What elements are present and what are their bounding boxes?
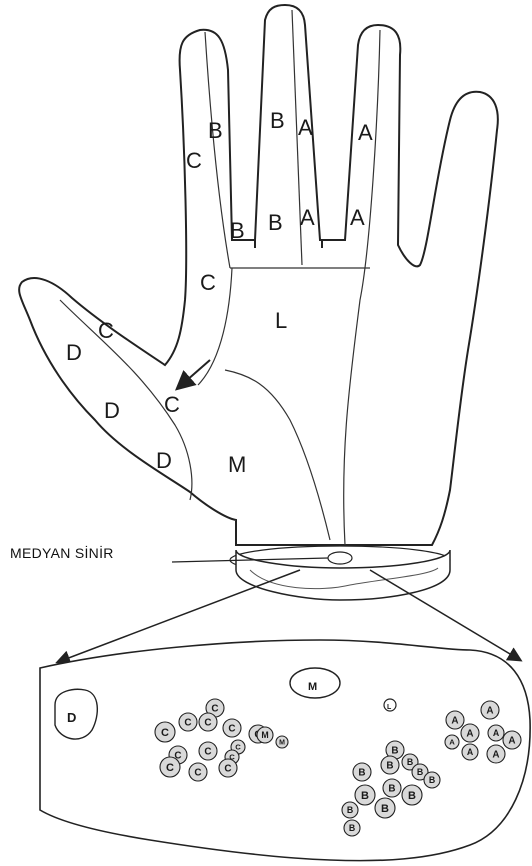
label-M: M	[228, 452, 246, 477]
fascicle-C: C	[179, 713, 197, 731]
median-nerve-dot	[328, 552, 352, 564]
fascicle-label: B	[417, 767, 423, 777]
fascicle-A: A	[461, 724, 479, 742]
label-A: A	[358, 120, 373, 145]
fascicle-label: C	[194, 767, 201, 778]
label-D: D	[104, 398, 120, 423]
fascicle-label: B	[347, 805, 353, 815]
fascicle-label: A	[486, 705, 493, 716]
fascicle-B: B	[355, 785, 375, 805]
fascicle-label: C	[235, 743, 241, 752]
label-B: B	[268, 210, 283, 235]
fascicle-B: B	[375, 798, 395, 818]
fascicle-A: A	[488, 725, 504, 741]
label-A: A	[298, 115, 313, 140]
label-A: A	[350, 205, 365, 230]
fascicle-C: C	[155, 722, 175, 742]
fascicle-B: B	[383, 779, 401, 797]
cs-label-M: M	[308, 681, 317, 693]
fascicle-label: A	[508, 735, 515, 746]
cs-label-D: D	[67, 710, 76, 725]
fascicle-label: C	[161, 727, 169, 739]
label-A: A	[300, 205, 315, 230]
fascicle-label: B	[407, 757, 413, 767]
fascicle-M: M	[257, 727, 273, 743]
fascicle-label: A	[466, 728, 473, 739]
fascicle-C: C	[189, 763, 207, 781]
fascicle-label: C	[228, 723, 235, 734]
label-B: B	[270, 108, 285, 133]
fascicle-label: C	[224, 763, 231, 774]
fascicle-M: M	[276, 736, 288, 748]
fascicle-label: B	[408, 790, 416, 802]
fascicle-label: B	[429, 775, 435, 785]
label-D: D	[66, 340, 82, 365]
label-C: C	[200, 270, 216, 295]
median-nerve-caption: MEDYAN SİNİR	[10, 545, 114, 561]
fascicle-C: C	[199, 713, 217, 731]
fascicle-C: C	[223, 719, 241, 737]
fascicle-label: B	[386, 760, 393, 771]
fascicle-B: B	[402, 785, 422, 805]
label-C: C	[186, 148, 202, 173]
fascicle-A: A	[445, 735, 459, 749]
fascicle-label: C	[211, 703, 218, 714]
fascicle-A: A	[481, 701, 499, 719]
fascicle-A: A	[446, 711, 464, 729]
fascicle-label: M	[261, 730, 268, 740]
hand-outline	[19, 5, 498, 545]
fascicle-C: C	[160, 757, 180, 777]
fascicle-B: B	[344, 820, 360, 836]
fascicle-label: B	[361, 790, 369, 802]
label-C: C	[164, 392, 180, 417]
cross-section-outline	[40, 640, 530, 861]
label-B: B	[208, 118, 223, 143]
fascicle-label: A	[492, 749, 499, 760]
fascicle-B: B	[353, 763, 371, 781]
fascicle-label: A	[493, 728, 500, 738]
fascicle-label: B	[388, 783, 395, 794]
label-C: C	[98, 318, 114, 343]
fascicle-B: B	[342, 802, 358, 818]
fascicle-A: A	[462, 744, 478, 760]
label-L: L	[275, 308, 287, 333]
fascicle-label: B	[358, 767, 365, 778]
label-B: B	[230, 218, 245, 243]
fascicle-label: C	[166, 762, 174, 774]
fascicle-A: A	[503, 731, 521, 749]
label-D: D	[156, 448, 172, 473]
fascicle-label: A	[449, 738, 455, 747]
fascicle-B: B	[381, 756, 399, 774]
cs-label-L: L	[387, 704, 392, 711]
fascicle-label: A	[467, 747, 474, 757]
fascicle-C: C	[219, 759, 237, 777]
fascicle-label: B	[349, 823, 355, 833]
fascicle-label: C	[184, 717, 191, 728]
fascicle-B: B	[424, 772, 440, 788]
fascicle-label: B	[381, 803, 389, 815]
fascicle-label: B	[391, 745, 398, 756]
fascicle-C: C	[199, 742, 217, 760]
fascicle-label: C	[204, 746, 211, 757]
fascicle-A: A	[487, 745, 505, 763]
fascicle-label: M	[279, 739, 285, 746]
fascicle-label: C	[204, 717, 211, 728]
fascicle-label: A	[451, 715, 458, 726]
